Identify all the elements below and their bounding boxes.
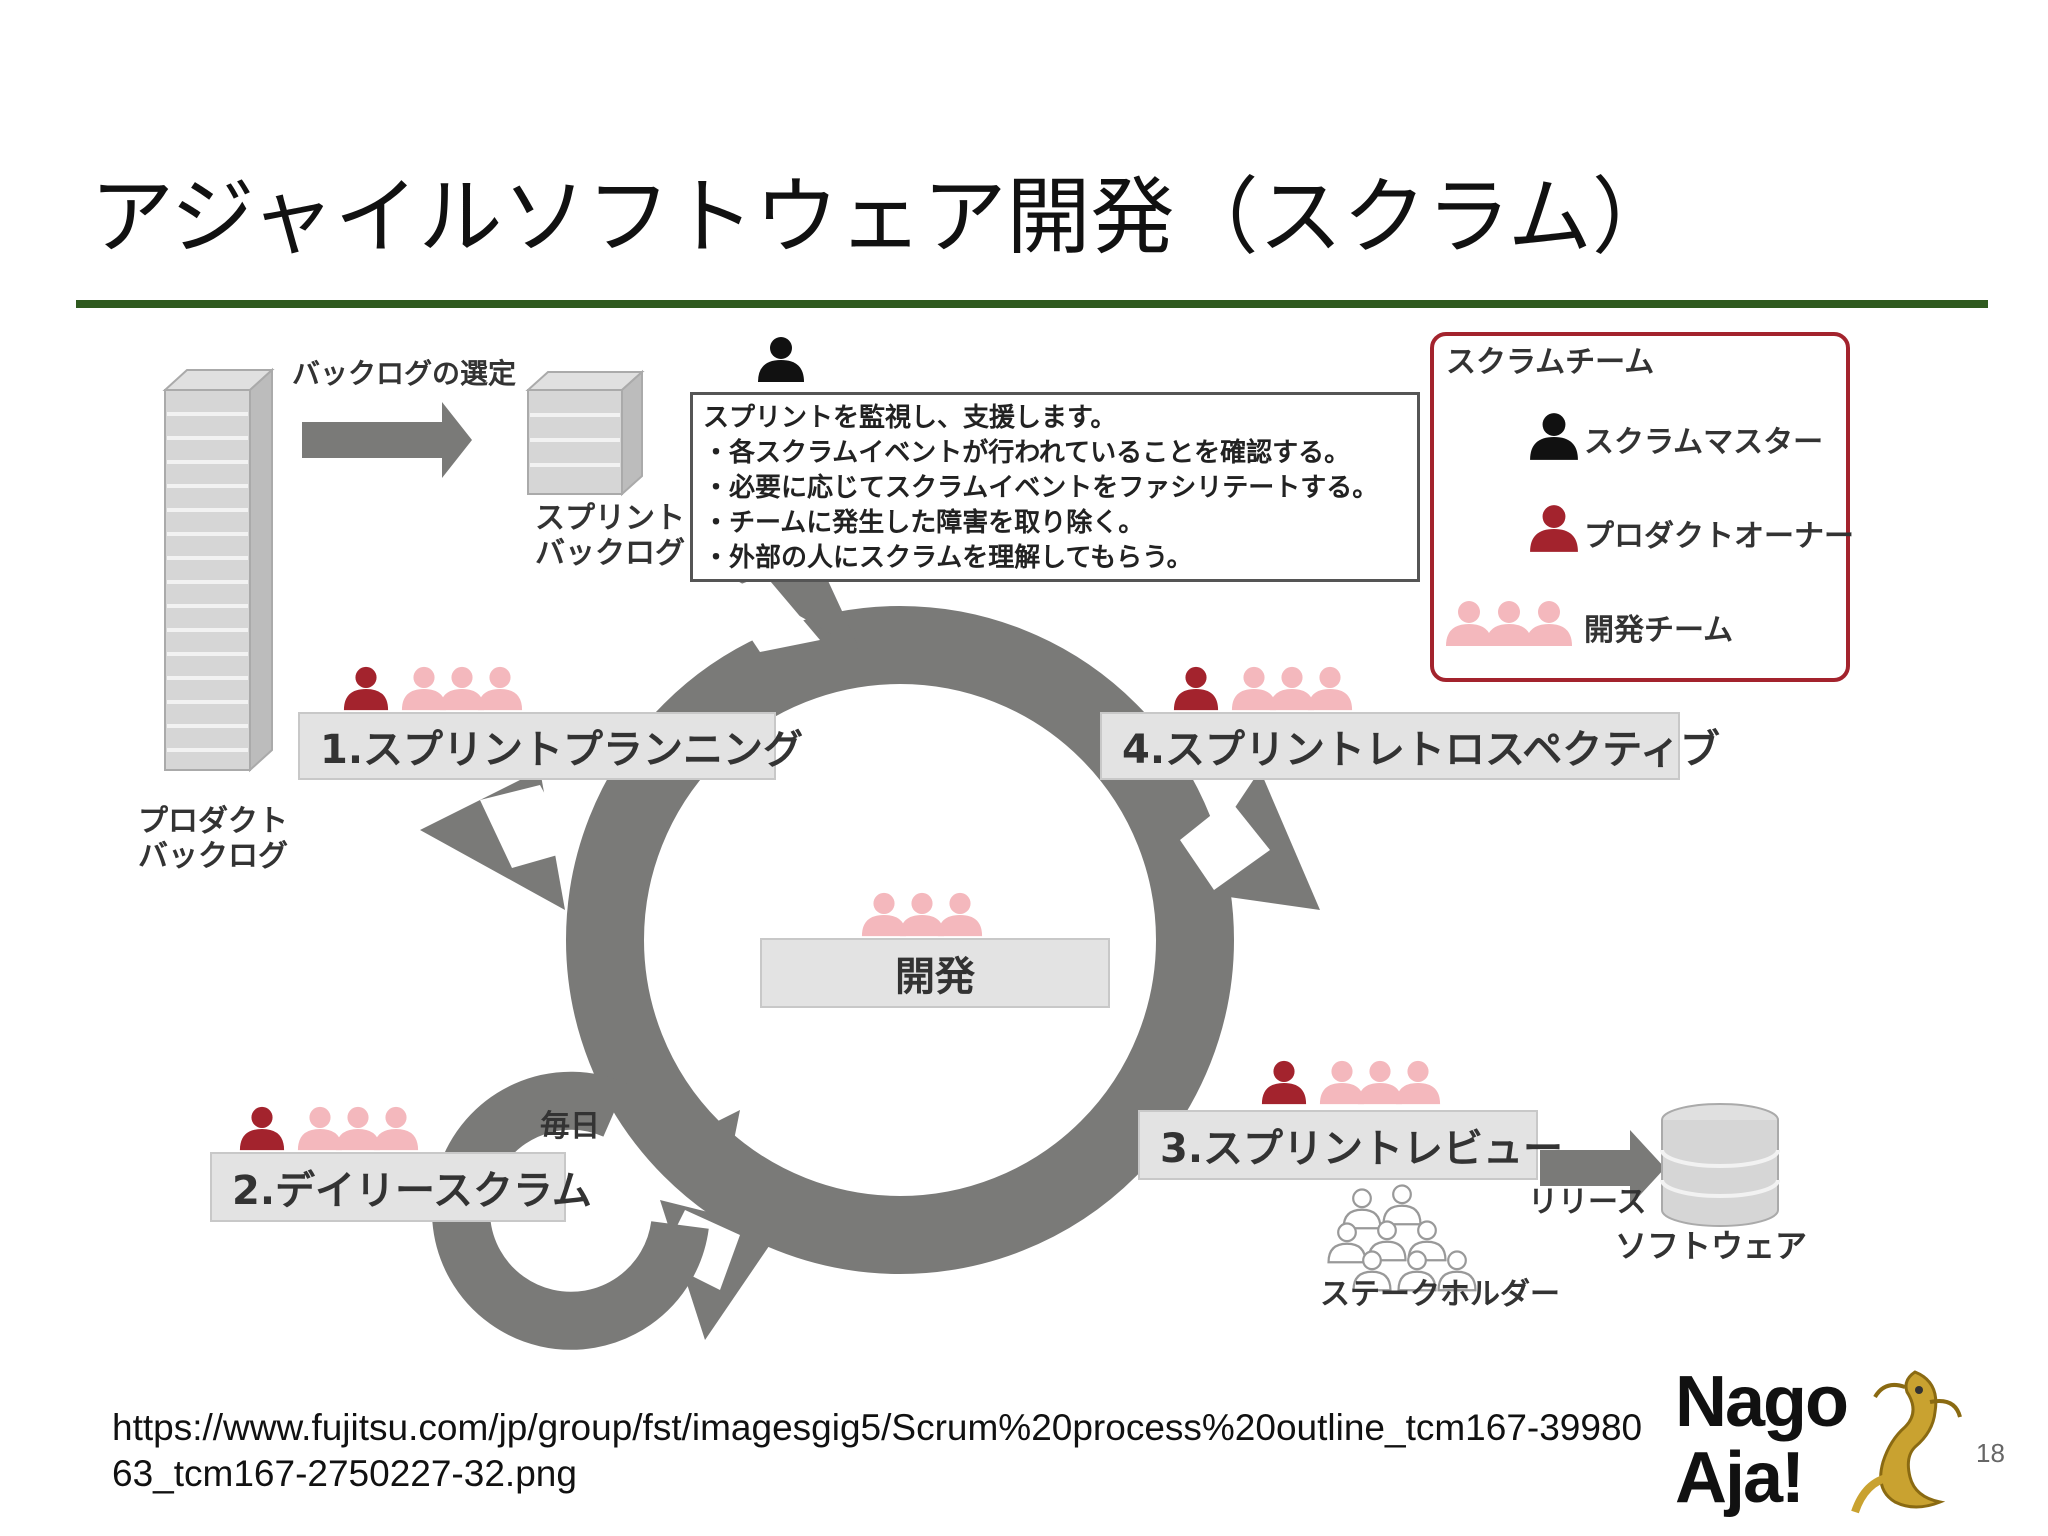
legend-title: スクラムチーム	[1446, 345, 1655, 380]
product-owner-person-icon	[343, 666, 389, 711]
page-number: 18	[1976, 1438, 2005, 1468]
nagoaja-logo: Nago Aja!	[1675, 1362, 1965, 1522]
diagram-graphics	[162, 337, 1780, 1350]
backlog-selection-arrow	[302, 402, 472, 478]
dev-team-people-icon	[1319, 1060, 1441, 1105]
scrum-master-duty-item: ・外部の人にスクラムを理解してもらう。	[703, 543, 1193, 573]
source-url: https://www.fujitsu.com/jp/group/fst/ima…	[112, 1407, 1643, 1494]
scrum-team-legend: スクラムチーム スクラムマスター プロダクトオーナー 開発チーム	[1430, 332, 1854, 682]
title-divider	[76, 300, 1988, 308]
legend-scrum-master-label: スクラムマスター	[1584, 425, 1824, 460]
dev-team-people-icon	[297, 1106, 419, 1151]
scrum-master-duties-box: スプリントを監視し、支援します。 ・各スクラムイベントが行われていることを確認す…	[690, 392, 1420, 582]
sprint-backlog-stack	[525, 369, 645, 497]
daily-loop-arrowhead	[660, 1110, 740, 1210]
scrum-master-duty-item: ・チームに発生した障害を取り除く。	[703, 508, 1145, 538]
step-sprint-retrospective: 4.スプリントレトロスペクティブ	[1100, 712, 1720, 780]
backlog-selection-label: バックログの選定	[292, 357, 517, 390]
release-label: リリース	[1528, 1185, 1647, 1220]
page-title: アジャイルソフトウェア開発（スクラム）	[90, 168, 1676, 266]
sprint-cycle-ring	[566, 606, 1234, 1274]
product-backlog-label: プロダクト バックログ	[138, 804, 288, 874]
logo-text-line2: Aja!	[1675, 1438, 1805, 1518]
step-sprint-review: 3.スプリントレビュー	[1138, 1110, 1563, 1180]
product-owner-person-icon	[1261, 1060, 1307, 1105]
product-owner-person-icon	[1173, 666, 1219, 711]
development-box: 開発	[760, 938, 1110, 1008]
step-daily-scrum: 2.デイリースクラム	[210, 1152, 592, 1222]
software-label: ソフトウェア	[1615, 1227, 1808, 1265]
scrum-master-duties-heading: スプリントを監視し、支援します。	[703, 403, 1117, 433]
step-sprint-planning: 1.スプリントプランニング	[298, 712, 803, 780]
dev-team-people-icon	[401, 666, 523, 711]
stakeholders-people-icon	[1327, 1184, 1477, 1292]
scrum-master-person-icon	[758, 337, 804, 382]
legend-dev-team-label: 開発チーム	[1584, 613, 1734, 648]
product-backlog-stack	[162, 367, 275, 773]
software-database-icon	[1660, 1103, 1780, 1227]
scrum-diagram: バックログの選定 スプリント バックログ プロダクト バックログ スプリントを監…	[120, 330, 1880, 1350]
scrum-master-duty-item: ・必要に応じてスクラムイベントをファシリテートする。	[703, 473, 1379, 503]
legend-product-owner-label: プロダクトオーナー	[1584, 519, 1854, 554]
stakeholders-label: ステークホルダー	[1320, 1277, 1560, 1312]
release-arrow	[1540, 1130, 1665, 1206]
daily-scrum-loop	[431, 1071, 709, 1350]
dev-team-people-icon	[861, 892, 983, 937]
product-owner-person-icon	[239, 1106, 285, 1151]
logo-text-line1: Nago	[1675, 1362, 1849, 1442]
dev-team-people-icon	[1231, 666, 1353, 711]
golden-shachihoko-icon	[1851, 1370, 1962, 1514]
scrum-master-duty-item: ・各スクラムイベントが行われていることを確認する。	[703, 438, 1351, 468]
daily-label: 毎日	[540, 1109, 600, 1144]
sprint-backlog-label: スプリント バックログ	[535, 501, 685, 571]
